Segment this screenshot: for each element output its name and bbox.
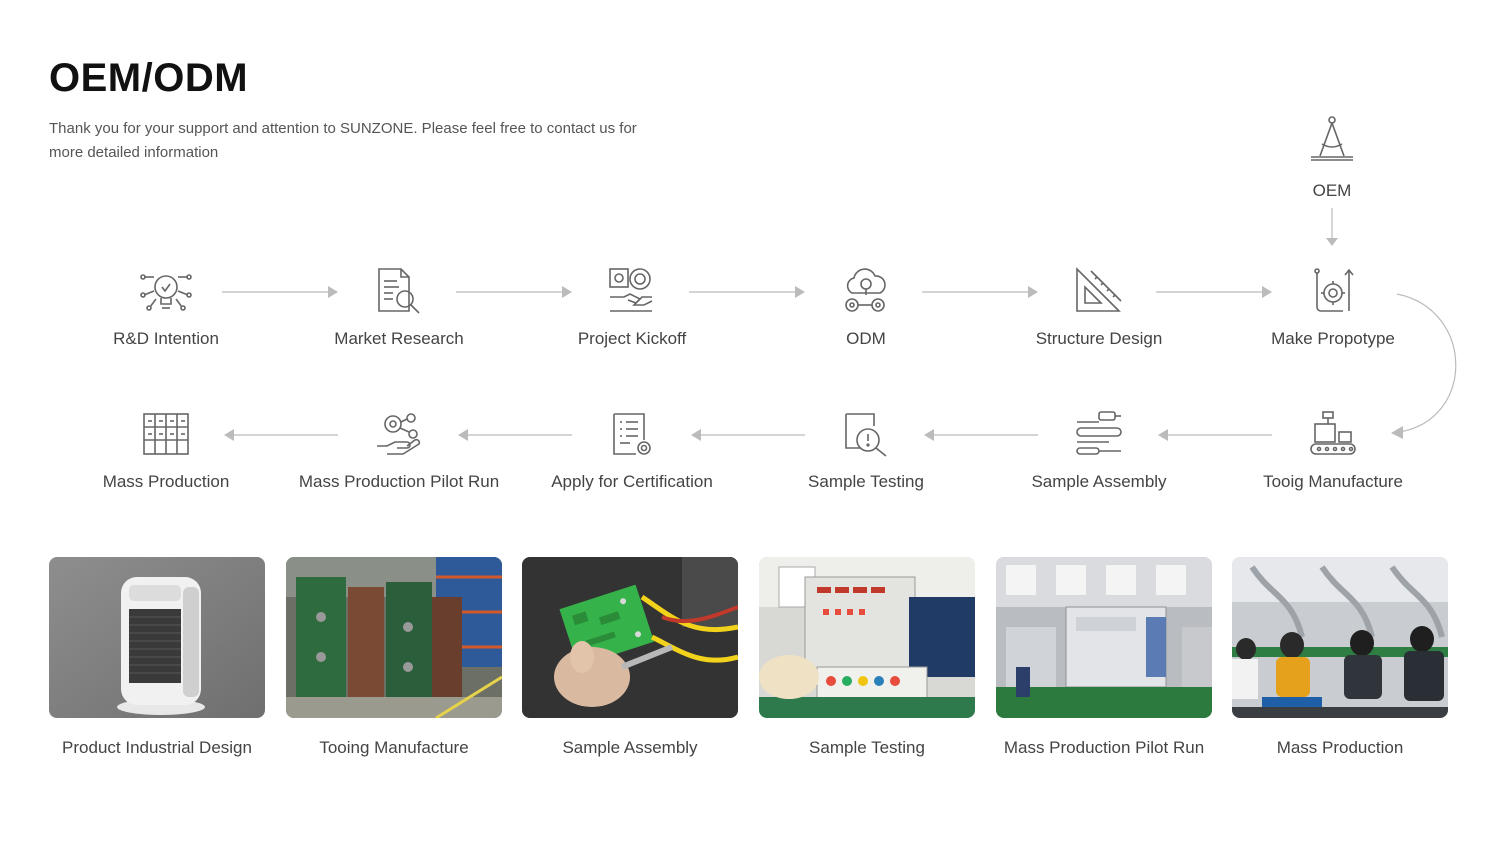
arrow-right-icon <box>222 284 340 300</box>
testing-photo <box>759 557 975 718</box>
arrow-right-icon <box>922 284 1040 300</box>
photo-card-assembly: Sample Assembly <box>522 557 738 761</box>
bulb-circuit-icon <box>140 267 192 315</box>
step-label: Structure Design <box>979 329 1219 349</box>
photo-caption: Sample Assembly <box>522 734 738 761</box>
step-label: R&D Intention <box>46 329 286 349</box>
step-mass-production-pilot-run: Mass Production Pilot Run <box>279 410 519 492</box>
photo-card-testing: Sample Testing <box>759 557 975 761</box>
document-search-icon <box>373 267 425 315</box>
photo-caption: Mass Production Pilot Run <box>996 734 1212 761</box>
arrow-left-icon <box>222 427 340 443</box>
step-odm: ODM <box>746 267 986 349</box>
oem-label: OEM <box>1272 181 1392 201</box>
assembly-photo <box>522 557 738 718</box>
prototype-gear-icon <box>1307 267 1359 315</box>
gear-hand-icon <box>373 410 425 458</box>
page-title: OEM/ODM <box>49 56 248 101</box>
arrow-left-icon <box>1156 427 1274 443</box>
warehouse-grid-icon <box>140 410 192 458</box>
photo-card-pilot-run: Mass Production Pilot Run <box>996 557 1212 761</box>
step-label: Apply for Certification <box>512 472 752 492</box>
step-label: Mass Production Pilot Run <box>279 472 519 492</box>
step-label: Project Kickoff <box>512 329 752 349</box>
step-label: Tooig Manufacture <box>1213 472 1453 492</box>
photo-caption: Mass Production <box>1232 734 1448 761</box>
step-sample-testing: Sample Testing <box>746 410 986 492</box>
step-project-kickoff: Project Kickoff <box>512 267 752 349</box>
step-label: ODM <box>746 329 986 349</box>
product-design-photo <box>49 557 265 718</box>
arrow-right-icon <box>1156 284 1274 300</box>
step-label: Mass Production <box>46 472 286 492</box>
arrow-left-icon <box>922 427 1040 443</box>
tooling-photo <box>286 557 502 718</box>
photo-card-product-design: Product Industrial Design <box>49 557 265 761</box>
magnifier-warning-icon <box>840 410 892 458</box>
photo-card-mass-production: Mass Production <box>1232 557 1448 761</box>
cloud-idea-icon <box>840 267 892 315</box>
set-square-icon <box>1073 267 1125 315</box>
step-tooig-manufacture: Tooig Manufacture <box>1213 410 1453 492</box>
oem-step: OEM <box>1272 114 1392 201</box>
pilot-run-photo <box>996 557 1212 718</box>
arrow-down-icon <box>1325 208 1339 248</box>
certificate-icon <box>606 410 658 458</box>
gear-handshake-icon <box>606 267 658 315</box>
step-mass-production: Mass Production <box>46 410 286 492</box>
step-label: Market Research <box>279 329 519 349</box>
photo-card-tooling: Tooing Manufacture <box>286 557 502 761</box>
step-sample-assembly: Sample Assembly <box>979 410 1219 492</box>
step-label: Sample Testing <box>746 472 986 492</box>
step-label: Sample Assembly <box>979 472 1219 492</box>
arrow-right-icon <box>456 284 574 300</box>
compass-icon <box>1307 114 1357 162</box>
photo-caption: Sample Testing <box>759 734 975 761</box>
page-subtitle: Thank you for your support and attention… <box>49 117 669 165</box>
step-rd-intention: R&D Intention <box>46 267 286 349</box>
arrow-left-icon <box>689 427 807 443</box>
step-apply-certification: Apply for Certification <box>512 410 752 492</box>
step-market-research: Market Research <box>279 267 519 349</box>
step-structure-design: Structure Design <box>979 267 1219 349</box>
photo-caption: Product Industrial Design <box>49 734 265 761</box>
assembly-tools-icon <box>1073 410 1125 458</box>
conveyor-icon <box>1307 410 1359 458</box>
arrow-left-icon <box>456 427 574 443</box>
arrow-right-icon <box>689 284 807 300</box>
mass-production-photo <box>1232 557 1448 718</box>
photo-caption: Tooing Manufacture <box>286 734 502 761</box>
